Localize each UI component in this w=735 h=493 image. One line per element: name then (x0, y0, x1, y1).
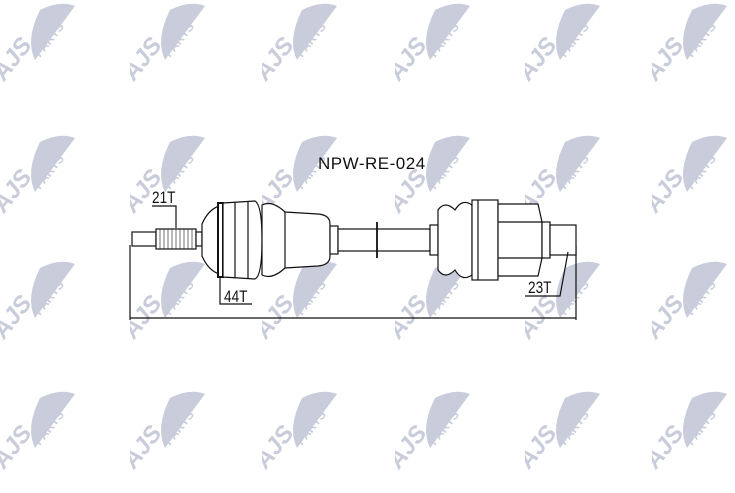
ajs-parts-watermark-logo: AJS PARTS (0, 258, 100, 358)
outer-boot (261, 202, 331, 278)
inner-joint-housing (497, 203, 543, 277)
inner-spline-tooth-count: 23T (528, 278, 552, 297)
ajs-parts-watermark-logo: AJS PARTS (512, 0, 625, 100)
part-number-title: NPW-RE-024 (318, 154, 426, 173)
ajs-parts-watermark-logo: AJS PARTS (0, 132, 100, 232)
abs-ring (217, 202, 224, 278)
drive-shaft-drawing (129, 199, 577, 320)
ajs-parts-watermark-logo: AJS PARTS (0, 0, 100, 100)
inner-boot (437, 201, 473, 279)
inner-spline-stub (549, 224, 577, 256)
outer-spline-tooth-count: 21T (152, 188, 176, 207)
shaft (337, 228, 431, 252)
abs-ring-tooth-count: 44T (224, 287, 248, 306)
ajs-parts-watermark-logo: AJS PARTS (0, 388, 100, 488)
